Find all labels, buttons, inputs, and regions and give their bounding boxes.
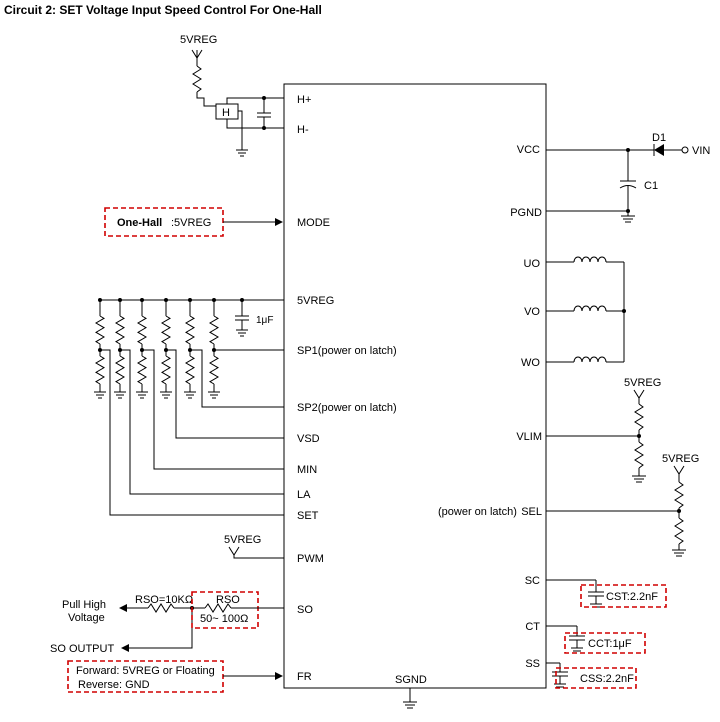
rso-pullup-resistor <box>147 603 175 613</box>
pin-fr: FR <box>297 671 312 683</box>
vin-terminal <box>681 146 689 154</box>
rso-series-resistor <box>204 603 232 613</box>
mode-label-bold: One-Hall <box>117 217 162 229</box>
cct-ground-icon <box>571 647 583 652</box>
5vreg-cap-value: 1μF <box>256 315 273 326</box>
pwm-5vreg-label: 5VREG <box>224 534 261 546</box>
pin-hplus: H+ <box>297 94 311 106</box>
divider-upper-resistor <box>185 315 195 345</box>
divider-upper-resistor <box>115 315 125 345</box>
ground-icon <box>114 391 126 399</box>
pgnd-ground-icon <box>621 215 635 223</box>
pin-so: SO <box>297 604 313 616</box>
pin-mode: MODE <box>297 217 330 229</box>
hall-element-label: H <box>222 107 230 119</box>
ground-icon <box>160 391 172 399</box>
pin-la: LA <box>297 489 311 501</box>
rso-series-value: 50~ 100Ω <box>200 613 248 625</box>
cst-label: CST:2.2nF <box>606 591 658 603</box>
pin-sel: SEL <box>521 506 542 518</box>
sel-upper-resistor <box>674 481 684 509</box>
so-output-label: SO OUTPUT <box>50 643 114 655</box>
motor-coils <box>546 256 624 363</box>
hall-5vreg-label: 5VREG <box>180 34 217 46</box>
ground-icon <box>136 391 148 399</box>
cst-highlight-box <box>580 584 667 608</box>
d1-label: D1 <box>652 132 666 144</box>
pin-5vreg: 5VREG <box>297 295 334 307</box>
mode-label-value: :5VREG <box>171 217 211 229</box>
sel-lower-resistor <box>674 517 684 545</box>
vlim-upper-resistor <box>634 403 644 431</box>
5vreg-cap-ground-icon <box>236 329 248 337</box>
sel-ground-icon <box>672 549 686 557</box>
ground-icon <box>184 391 196 399</box>
divider-lower-resistor <box>95 355 105 385</box>
pin-uo: UO <box>524 258 541 270</box>
voltage-divider-network <box>94 298 284 516</box>
divider-lower-resistor <box>161 355 171 385</box>
circuit-title: Circuit 2: SET Voltage Input Speed Contr… <box>4 3 322 17</box>
cct-label: CCT:1μF <box>588 638 632 650</box>
pin-pwm: PWM <box>297 553 324 565</box>
pin-sp1: SP1(power on latch) <box>297 345 397 357</box>
so-voltage-label: Voltage <box>68 612 105 624</box>
rso-highlight-box <box>191 591 259 629</box>
divider-upper-resistor <box>161 315 171 345</box>
pin-ct: CT <box>525 621 540 633</box>
divider-lower-resistor <box>209 355 219 385</box>
hall-ground-icon <box>236 149 248 157</box>
css-ground-icon <box>554 683 566 688</box>
divider-lower-resistor <box>115 355 125 385</box>
divider-upper-resistor <box>95 315 105 345</box>
pin-sgnd: SGND <box>395 674 427 686</box>
divider-upper-resistor <box>209 315 219 345</box>
sel-note-label: (power on latch) <box>438 506 517 518</box>
divider-upper-resistor <box>137 315 147 345</box>
d1-diode <box>654 144 664 156</box>
fr-forward-label: Forward: 5VREG or Floating <box>76 665 215 677</box>
css-label: CSS:2.2nF <box>580 673 634 685</box>
pin-vsd: VSD <box>297 433 320 445</box>
vlim-lower-resistor <box>634 441 644 469</box>
c1-label: C1 <box>644 180 658 192</box>
pin-ss: SS <box>525 658 540 670</box>
divider-lower-resistor <box>137 355 147 385</box>
pin-sc: SC <box>525 575 540 587</box>
pin-vcc: VCC <box>517 144 540 156</box>
rso-series-label: RSO <box>216 594 240 606</box>
sgnd-ground-icon <box>403 701 417 709</box>
cct-highlight-box <box>564 632 646 654</box>
vlim-5vreg-label: 5VREG <box>624 377 661 389</box>
pin-sp2: SP2(power on latch) <box>297 402 397 414</box>
ic-body <box>283 83 547 689</box>
pin-vo: VO <box>524 306 540 318</box>
pin-set: SET <box>297 510 319 522</box>
pin-pgnd: PGND <box>510 207 542 219</box>
vin-label: VIN <box>692 145 710 157</box>
hall-pullup-resistor <box>192 65 202 93</box>
motor-coil <box>573 256 607 263</box>
motor-coil <box>573 356 607 363</box>
pin-hminus: H- <box>297 124 309 136</box>
pin-min: MIN <box>297 464 317 476</box>
ground-icon <box>94 391 106 399</box>
pin-wo: WO <box>521 357 540 369</box>
sel-5vreg-label: 5VREG <box>662 453 699 465</box>
fr-reverse-label: Reverse: GND <box>78 679 150 691</box>
motor-coil <box>573 305 607 312</box>
so-pull-high-label: Pull High <box>62 599 106 611</box>
divider-lower-resistor <box>185 355 195 385</box>
css-highlight-box <box>555 667 637 689</box>
rso-pullup-label: RSO=10KΩ <box>135 594 193 606</box>
pin-vlim: VLIM <box>516 431 542 443</box>
vlim-ground-icon <box>632 475 646 483</box>
ground-icon <box>208 391 220 399</box>
